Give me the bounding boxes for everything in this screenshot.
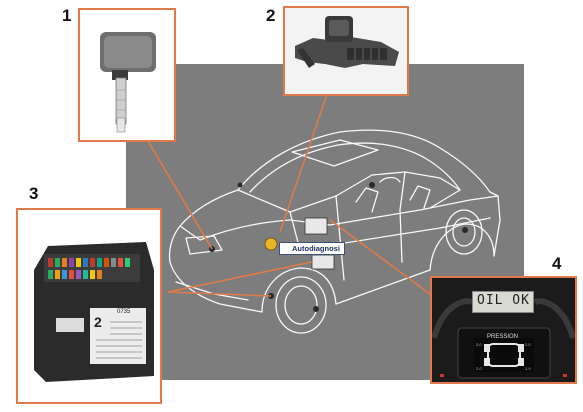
oil-status-text: OIL OK bbox=[477, 293, 530, 308]
callout-frame-3: 2 0735 bbox=[16, 208, 162, 404]
autodiagnosi-label: Autodiagnosi bbox=[292, 244, 340, 253]
callout-frame-4: 2.0 2.0 2.0 1.9 OIL OK PRESSION bbox=[430, 276, 577, 384]
svg-text:2.0: 2.0 bbox=[476, 366, 482, 371]
callout-frame-1 bbox=[78, 8, 176, 142]
svg-text:1.9: 1.9 bbox=[525, 366, 531, 371]
callout-frame-2 bbox=[283, 6, 409, 96]
oil-status-lcd: OIL OK bbox=[472, 291, 534, 313]
callout-number-1: 1 bbox=[62, 6, 72, 25]
svg-text:2.0: 2.0 bbox=[525, 342, 531, 347]
control-module-image bbox=[18, 210, 160, 402]
callout-number-4: 4 bbox=[552, 254, 562, 273]
pressure-caption: PRESSION bbox=[487, 334, 519, 340]
callout-number-3: 3 bbox=[29, 184, 39, 203]
callout-number-2: 2 bbox=[266, 6, 276, 25]
autodiagnosi-tag: Autodiagnosi bbox=[279, 242, 345, 255]
svg-text:2.0: 2.0 bbox=[476, 342, 482, 347]
module-code-label: 0735 bbox=[117, 309, 131, 315]
tire-valve-sensor-image bbox=[100, 32, 156, 133]
antenna-module-image bbox=[285, 8, 407, 94]
module-digit-label: 2 bbox=[94, 314, 102, 330]
